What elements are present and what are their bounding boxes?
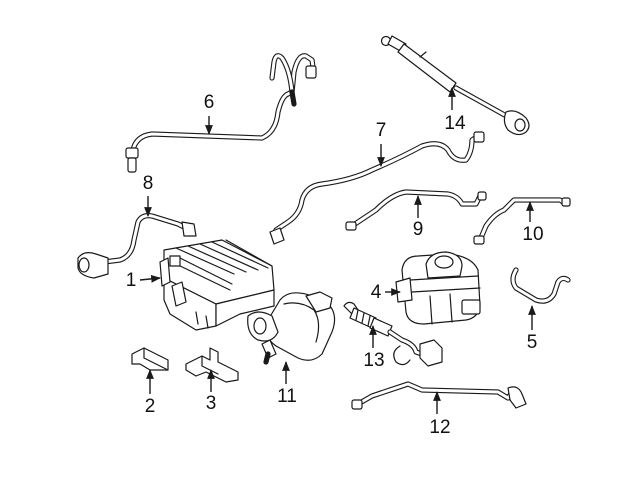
callout-10: 10 [522, 224, 543, 245]
callout-13: 13 [363, 350, 384, 371]
part-7-vapor-tube [269, 131, 485, 245]
callout-5: 5 [527, 332, 538, 353]
callout-11: 11 [277, 386, 297, 407]
part-12-vapor-tube [351, 381, 527, 410]
callout-3: 3 [206, 393, 217, 414]
part-9-tube [345, 189, 487, 231]
part-5-hose [510, 267, 571, 304]
part-3-clip [185, 347, 239, 383]
callout-2: 2 [145, 396, 156, 417]
callout-1: 1 [126, 270, 137, 291]
callout-12: 12 [429, 417, 450, 438]
callout-14: 14 [444, 113, 466, 134]
part-10-tube [473, 197, 571, 245]
callout-4: 4 [371, 282, 382, 303]
part-13-sensor [343, 301, 443, 367]
leader-1 [139, 274, 161, 283]
part-1-canister [159, 239, 275, 331]
leader-lines [139, 87, 536, 414]
callout-9: 9 [413, 219, 424, 240]
callout-numbers: 1 2 3 4 5 6 7 8 9 10 11 12 13 14 [126, 92, 544, 438]
part-6-vapor-tube [125, 53, 317, 173]
part-11-purge-valve [247, 291, 336, 365]
callout-6: 6 [204, 92, 215, 113]
part-14-damper [380, 35, 530, 136]
part-4-pump [395, 251, 481, 325]
part-2-bracket [131, 347, 169, 371]
callout-8: 8 [143, 173, 154, 194]
callout-7: 7 [376, 120, 387, 141]
